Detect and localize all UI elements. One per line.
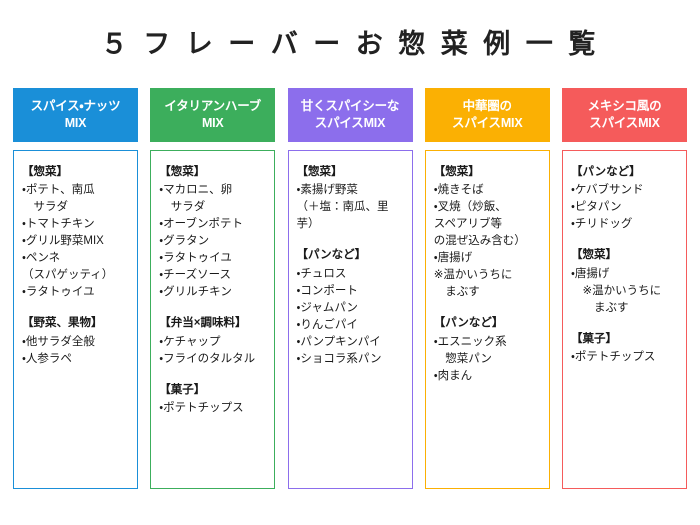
item-group: 【惣菜】・焼きそば・叉焼（炒飯、 スペアリブ等 の混ぜ込み含む） ・唐揚げ ※温かい… <box>434 164 542 301</box>
list-item: ・コンポート <box>296 284 358 297</box>
item-group: 【野菜、果物】・他サラダ全般・人参ラペ <box>22 315 130 367</box>
list-item: ・エスニック系 惣菜パン <box>433 335 507 365</box>
column-header-line: MIX <box>201 116 224 130</box>
list-item: ・唐揚げ ※温かいうちに まぶす <box>571 267 662 314</box>
column-header-line: スパイスMIX <box>589 116 660 130</box>
group-title: 【パンなど】 <box>571 166 641 178</box>
item-group: 【パンなど】・ケバブサンド・ピタパン・チリドッグ <box>571 164 679 233</box>
list-item: ・ショコラ系パン <box>296 352 382 365</box>
list-item: ・グリル野菜MIX <box>22 235 104 248</box>
list-item: ・グラタン <box>159 235 210 248</box>
item-group: 【菓子】・ポテトチップス <box>159 382 267 417</box>
group-title: 【惣菜】 <box>296 166 343 178</box>
list-item: ・ポテトチップス <box>159 401 244 414</box>
group-title: 【惣菜】 <box>571 249 617 262</box>
group-title: 【惣菜】 <box>433 166 480 178</box>
list-item: ・肉まん <box>433 369 473 382</box>
list-item: ・チーズソース <box>159 269 232 282</box>
list-item: ・オーブンポテト <box>159 218 243 231</box>
item-group: 【惣菜】・ポテト、南瓜 サラダ・トマトチキン・グリル野菜MIX ・ペンネ （スパゲ… <box>22 164 130 301</box>
list-item: ・グリルチキン <box>159 286 232 299</box>
column-header-spice-nuts-mix: スパイス・ナッツ MIX <box>13 88 138 142</box>
list-item: ・叉焼（炒飯、 スペアリブ等 の混ぜ込み含む） <box>433 201 526 248</box>
list-item: ・唐揚げ <box>433 252 473 265</box>
column-body-sweet-spicy-mix: 【惣菜】・素揚げ野菜 （＋塩：南瓜、里芋） 【パンなど】・チュロス・コンポート・ジ… <box>287 150 413 489</box>
item-group: 【パンなど】・エスニック系 惣菜パン・肉まん <box>434 315 542 384</box>
column-header-line: MIX <box>64 116 87 130</box>
flavor-column-chinese-spice-mix: 中華圏のスパイスMIX 【惣菜】・焼きそば・叉焼（炒飯、 スペアリブ等 の混ぜ込み… <box>424 88 550 489</box>
list-item: ・焼きそば <box>433 184 484 197</box>
list-item: ※温かいうちに まぶす <box>433 269 513 299</box>
column-header-line: スパイスMIX <box>314 116 386 130</box>
column-header-mexican-spice-mix: メキシコ風のスパイスMIX <box>562 88 687 142</box>
list-item: ・他サラダ全般 <box>22 335 95 348</box>
flavor-column-sweet-spicy-mix: 甘くスパイシーなスパイスMIX 【惣菜】・素揚げ野菜 （＋塩：南瓜、里芋） 【パンな… <box>287 88 413 489</box>
group-title: 【菓子】 <box>159 383 206 396</box>
list-item: ・人参ラペ <box>22 352 72 365</box>
list-item: ・ラタトゥイユ <box>22 286 95 299</box>
group-title: 【菓子】 <box>571 332 617 345</box>
flavor-column-spice-nuts-mix: スパイス・ナッツ MIX 【惣菜】・ポテト、南瓜 サラダ・トマトチキン・グリル野菜M… <box>13 88 138 489</box>
column-body-chinese-spice-mix: 【惣菜】・焼きそば・叉焼（炒飯、 スペアリブ等 の混ぜ込み含む） ・唐揚げ ※温かい… <box>424 150 550 489</box>
item-group: 【惣菜】・マカロニ、卵 サラダ・オーブンポテト・グラタン・ラタトゥイユ・チーズソ… <box>159 164 267 301</box>
list-item: ・トマトチキン <box>22 218 95 231</box>
flavor-column-italian-herb-mix: イタリアンハーブ MIX 【惣菜】・マカロニ、卵 サラダ・オーブンポテト・グラタン・… <box>150 88 276 489</box>
column-header-line: 甘くスパイシーな <box>300 99 400 114</box>
column-header-line: メキシコ風の <box>587 99 662 114</box>
column-header-italian-herb-mix: イタリアンハーブ MIX <box>150 88 276 142</box>
group-title: 【弁当×調味料】 <box>159 317 247 330</box>
column-body-spice-nuts-mix: 【惣菜】・ポテト、南瓜 サラダ・トマトチキン・グリル野菜MIX ・ペンネ （スパゲ… <box>13 150 138 489</box>
column-header-line: 中華圏の <box>462 99 512 114</box>
list-item: ・ジャムパン <box>296 301 358 314</box>
column-header-line: イタリアンハーブ <box>164 99 262 114</box>
column-header-line: スパイスMIX <box>452 116 523 130</box>
group-title: 【惣菜】 <box>159 166 206 178</box>
column-body-italian-herb-mix: 【惣菜】・マカロニ、卵 サラダ・オーブンポテト・グラタン・ラタトゥイユ・チーズソ… <box>150 150 276 489</box>
list-item: ・ポテトチップス <box>571 350 656 363</box>
column-header-line: スパイス・ナッツ <box>30 99 121 114</box>
list-item: ・チュロス <box>296 267 347 280</box>
item-group: 【惣菜】・素揚げ野菜 （＋塩：南瓜、里芋） <box>297 164 405 233</box>
list-item: ・素揚げ野菜 （＋塩：南瓜、里芋） <box>296 184 389 231</box>
list-item: ・チリドッグ <box>571 218 633 231</box>
group-title: 【惣菜】 <box>22 166 68 178</box>
list-item: ・ケバブサンド <box>571 184 644 197</box>
column-header-sweet-spicy-mix: 甘くスパイシーなスパイスMIX <box>287 88 413 142</box>
column-header-chinese-spice-mix: 中華圏のスパイスMIX <box>424 88 550 142</box>
item-group: 【弁当×調味料】・ケチャップ・フライのタルタル <box>159 315 267 367</box>
list-item: ・マカロニ、卵 サラダ <box>159 184 233 214</box>
item-group: 【菓子】・ポテトチップス <box>571 331 679 366</box>
group-title: 【パンなど】 <box>433 317 504 330</box>
list-item: ・ピタパン <box>571 201 622 214</box>
group-title: 【パンなど】 <box>296 249 367 262</box>
list-item: ・フライのタルタル <box>159 352 256 365</box>
list-item: ・ケチャップ <box>159 335 221 348</box>
page-title: ５ フ レ ー バ ー お 惣 菜 例 一 覧 <box>100 29 600 59</box>
list-item: ・ラタトゥイユ <box>159 252 232 265</box>
item-group: 【惣菜】・唐揚げ ※温かいうちに まぶす <box>571 247 679 316</box>
column-body-mexican-spice-mix: 【パンなど】・ケバブサンド・ピタパン・チリドッグ【惣菜】・唐揚げ ※温かいうちに… <box>562 150 687 489</box>
group-title: 【野菜、果物】 <box>22 317 103 330</box>
list-item: ・ポテト、南瓜 サラダ <box>22 184 95 214</box>
flavor-column-mexican-spice-mix: メキシコ風のスパイスMIX【パンなど】・ケバブサンド・ピタパン・チリドッグ【惣菜… <box>562 88 687 489</box>
list-item: ・パンプキンパイ <box>296 335 381 348</box>
list-item: ・りんごパイ <box>296 318 358 331</box>
item-group: 【パンなど】・チュロス・コンポート・ジャムパン・りんごパイ・パンプキンパイ・ショ… <box>297 247 405 367</box>
list-item: ・ペンネ （スパゲッティ） <box>22 252 114 282</box>
